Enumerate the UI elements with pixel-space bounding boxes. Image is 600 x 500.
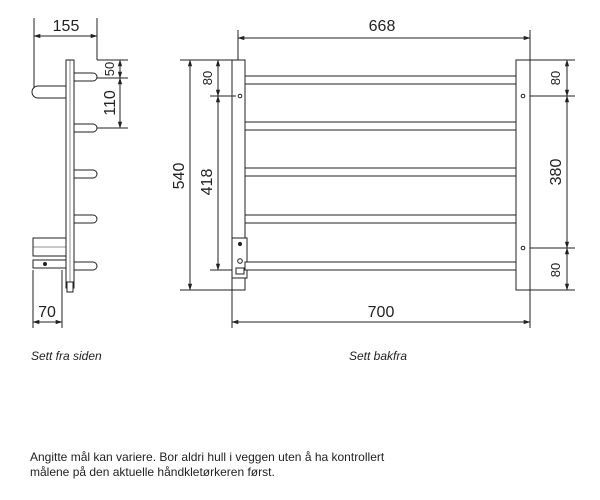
dimension-width-top [237,30,531,60]
side-view-caption: Sett fra siden [31,349,102,363]
dimension-depth [33,18,98,88]
dim-380: 380 [548,159,565,186]
dim-700: 700 [368,304,395,321]
dimension-width-bottom [231,290,531,328]
dim-80-left-top: 80 [200,71,215,85]
dim-50: 50 [102,62,117,76]
dim-540: 540 [171,163,188,190]
back-view [180,30,575,328]
dimension-chain-right [530,59,575,291]
dimension-chain-side [97,59,128,129]
dim-70: 70 [38,304,56,321]
side-top-bracket [31,85,66,99]
dim-418: 418 [199,169,216,196]
dimension-bracket [32,270,63,328]
dimension-height-inner [210,59,236,271]
back-view-caption: Sett bakfra [349,349,407,363]
dim-80-right-bottom: 80 [548,263,563,277]
dim-110: 110 [102,90,119,116]
dim-80-right-top: 80 [548,71,563,85]
dim-668: 668 [369,18,396,35]
side-bars [74,72,98,271]
disclaimer-line-2: målene på den aktuelle håndkletørkeren f… [30,465,275,479]
dimension-height-total [180,59,232,291]
back-bars [244,75,517,271]
disclaimer-line-1: Angitte mål kan variere. Bor aldri hull … [30,450,385,464]
disclaimer-note: Angitte mål kan variere. Bor aldri hull … [30,450,570,480]
side-view [31,18,128,328]
dim-155: 155 [53,18,80,35]
